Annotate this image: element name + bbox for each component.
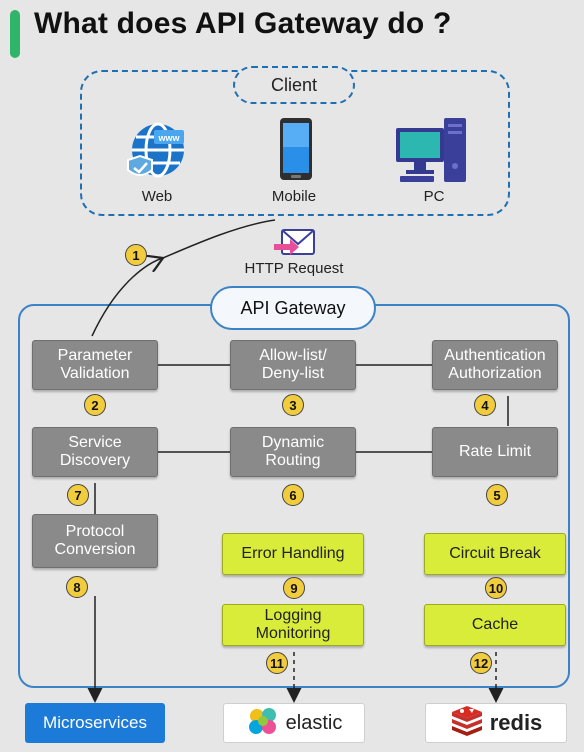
redis-logo-icon <box>450 705 484 741</box>
svg-text:www: www <box>157 133 180 143</box>
api-gateway-label: API Gateway <box>210 286 376 330</box>
elastic-target: elastic <box>223 703 365 743</box>
step-badge-9: 9 <box>283 577 305 599</box>
redis-label: redis <box>489 710 543 735</box>
step-badge-5: 5 <box>486 484 508 506</box>
step-badge-3: 3 <box>282 394 304 416</box>
request-flow-curve <box>91 257 164 337</box>
elastic-logo-icon <box>246 706 280 741</box>
protocol-conversion-box: Protocol Conversion <box>32 514 158 568</box>
client-mobile-label: Mobile <box>271 188 317 205</box>
step-badge-4: 4 <box>474 394 496 416</box>
desktop-pc-icon <box>394 114 474 186</box>
title-accent-bar <box>10 10 20 58</box>
client-pc-label: PC <box>423 188 445 205</box>
globe-icon: www <box>118 114 198 186</box>
rate-limit-box: Rate Limit <box>432 427 558 477</box>
envelope-icon <box>272 222 318 260</box>
elastic-label: elastic <box>285 711 343 734</box>
redis-target: redis <box>425 703 567 743</box>
service-discovery-box: Service Discovery <box>32 427 158 477</box>
dynamic-routing-box: Dynamic Routing <box>230 427 356 477</box>
step-badge-7: 7 <box>67 484 89 506</box>
step-badge-10: 10 <box>485 577 507 599</box>
step-badge-11: 11 <box>266 652 288 674</box>
authentication-authorization-box: Authentication Authorization <box>432 340 558 390</box>
step-badge-2: 2 <box>84 394 106 416</box>
request-arrow <box>163 219 276 258</box>
mobile-phone-icon <box>256 114 336 186</box>
http-request-label: HTTP Request <box>244 260 344 277</box>
microservices-label: Microservices <box>43 713 147 732</box>
step-badge-1: 1 <box>125 244 147 266</box>
logging-monitoring-box: Logging Monitoring <box>222 604 364 646</box>
circuit-break-box: Circuit Break <box>424 533 566 575</box>
cache-box: Cache <box>424 604 566 646</box>
allow-deny-list-box: Allow-list/ Deny-list <box>230 340 356 390</box>
step-badge-6: 6 <box>282 484 304 506</box>
page-title: What does API Gateway do ? <box>34 7 452 40</box>
parameter-validation-box: Parameter Validation <box>32 340 158 390</box>
step-badge-12: 12 <box>470 652 492 674</box>
client-web-label: Web <box>141 188 173 205</box>
error-handling-box: Error Handling <box>222 533 364 575</box>
microservices-target: Microservices <box>25 703 165 743</box>
client-label: Client <box>233 66 355 104</box>
step-badge-8: 8 <box>66 576 88 598</box>
